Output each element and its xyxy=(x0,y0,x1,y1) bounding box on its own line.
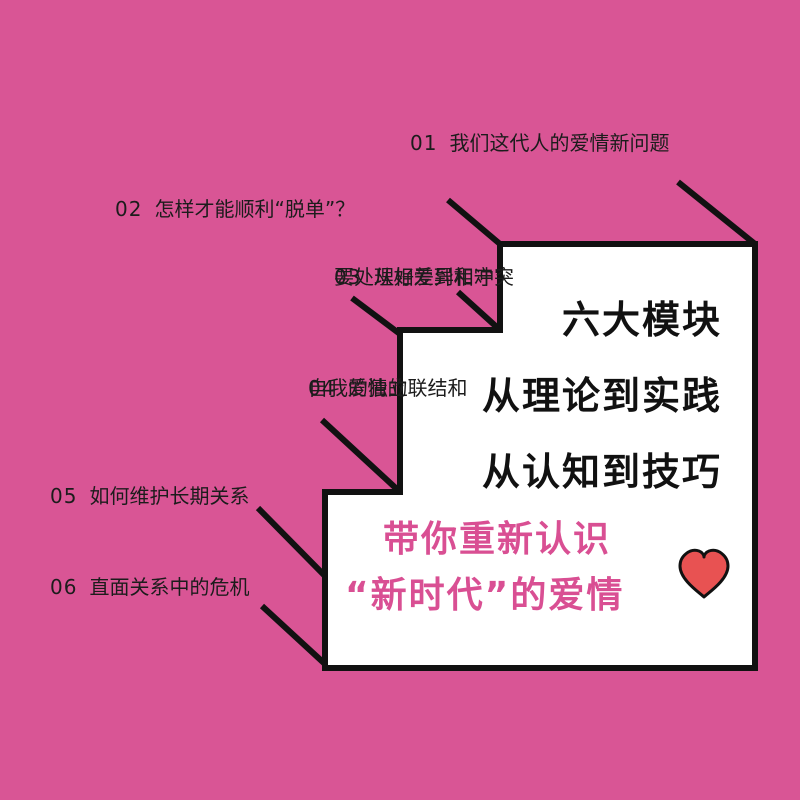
pointer-line-05 xyxy=(255,505,328,579)
module-05: 05 如何维护长期关系 xyxy=(50,479,249,513)
module-title: 怎样才能顺利“脱单”？ xyxy=(154,197,356,221)
staircase-card xyxy=(322,241,758,671)
module-title: 直面关系中的危机 xyxy=(89,575,250,599)
headline-line-1: 六大模块 xyxy=(561,298,722,342)
module-06: 06 直面关系中的危机 xyxy=(50,570,249,604)
module-title-line-2: 自我的独立 xyxy=(308,376,408,400)
tagline: 带你重新认识 “新时代”的爱情 xyxy=(345,512,624,624)
pointer-line-01 xyxy=(676,179,757,247)
module-02: 02 怎样才能顺利“脱单”？ xyxy=(115,192,355,226)
headline-line-3: 从认知到技巧 xyxy=(481,450,722,494)
module-number: 01 xyxy=(410,131,438,155)
module-number: 02 xyxy=(115,197,143,221)
pointer-line-02 xyxy=(446,197,502,247)
module-title-line-1: 从相爱到相守 xyxy=(373,265,494,289)
module-01: 01 我们这代人的爱情新问题 xyxy=(410,126,669,160)
headline: 六大模块 从理论到实践 从认知到技巧 xyxy=(482,282,722,510)
module-title: 如何维护长期关系 xyxy=(89,484,250,508)
pointer-line-03a xyxy=(455,289,503,333)
module-title-line-1: 爱情的联结和 xyxy=(347,376,468,400)
heart-icon xyxy=(678,548,730,599)
module-title-line-2: 要处理好差异和冲突 xyxy=(334,265,514,289)
module-number: 03 xyxy=(334,265,362,289)
tagline-line-1: 带你重新认识 xyxy=(383,519,612,560)
module-number: 05 xyxy=(50,484,78,508)
pointer-line-03b xyxy=(350,295,402,337)
headline-line-2: 从理论到实践 xyxy=(481,374,722,418)
pointer-line-06 xyxy=(259,603,328,667)
tagline-line-2: “新时代”的爱情 xyxy=(345,575,625,616)
module-number: 04 xyxy=(308,376,336,400)
module-title: 我们这代人的爱情新问题 xyxy=(449,131,670,155)
pointer-line-04 xyxy=(319,417,403,495)
module-number: 06 xyxy=(50,575,78,599)
